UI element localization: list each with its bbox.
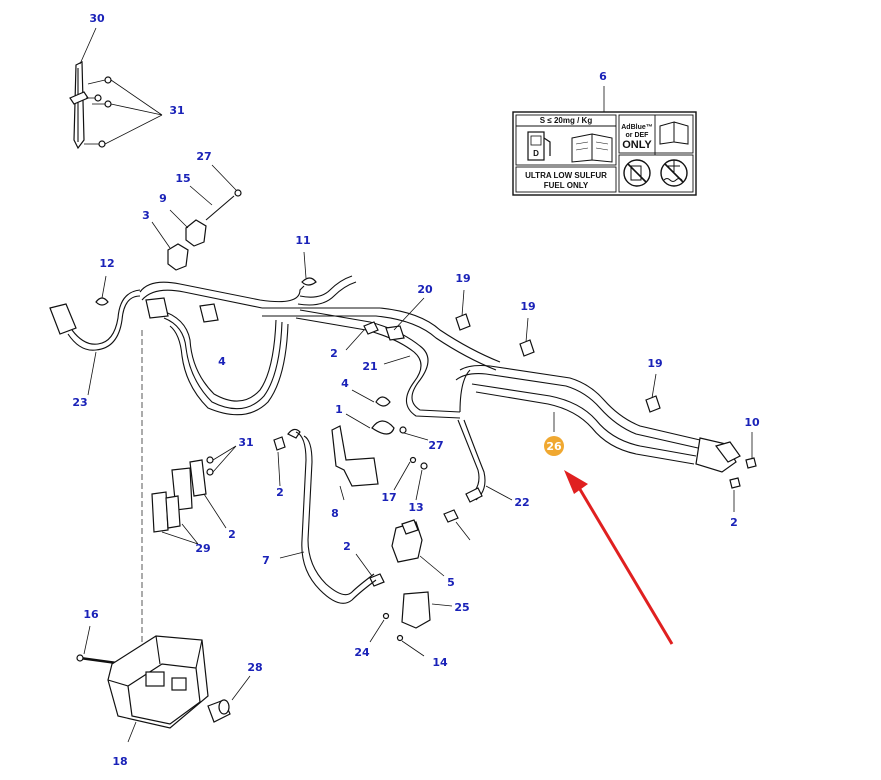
- callout-labels: 3031271593111242322021191919614273128171…: [72, 12, 760, 768]
- tube-harness-right: [262, 307, 741, 501]
- callout-label-2[interactable]: 2: [276, 486, 284, 499]
- callout-label-3[interactable]: 3: [142, 209, 150, 222]
- callout-label-28[interactable]: 28: [247, 661, 262, 674]
- callout-label-18[interactable]: 18: [112, 755, 127, 768]
- fuel-decal-6: S ≤ 20mg / Kg D ULTRA LOW SULFUR FUEL ON…: [512, 86, 697, 196]
- manifold-block-18: [76, 625, 251, 743]
- manual-book-icon: [571, 133, 613, 163]
- decal-ulsf-line1: ULTRA LOW SULFUR: [525, 171, 607, 180]
- decal-ulsf-line2: FUEL ONLY: [544, 181, 589, 190]
- callout-label-9[interactable]: 9: [159, 192, 167, 205]
- bolts-31: [84, 76, 163, 148]
- callout-label-20[interactable]: 20: [417, 283, 433, 296]
- bracket-group-29-7: [151, 445, 237, 545]
- callout-label-14[interactable]: 14: [432, 656, 448, 669]
- tube-harness-left: [139, 275, 357, 416]
- fuel-pump-icon: D: [527, 131, 551, 161]
- valve-group: [369, 519, 453, 657]
- highlight-badge-26[interactable]: 26: [544, 436, 564, 456]
- callout-label-27[interactable]: 27: [196, 150, 211, 163]
- callout-label-2[interactable]: 2: [343, 540, 351, 553]
- callout-label-1[interactable]: 1: [335, 403, 343, 416]
- decal-adblue-1: AdBlue™: [621, 124, 653, 131]
- fittings-2: [273, 321, 757, 587]
- callout-label-7[interactable]: 7: [262, 554, 270, 567]
- callout-label-12[interactable]: 12: [99, 257, 114, 270]
- callout-label-5[interactable]: 5: [447, 576, 455, 589]
- callout-label-24[interactable]: 24: [354, 646, 370, 659]
- red-pointer-arrow: [564, 470, 674, 645]
- callout-label-17[interactable]: 17: [381, 491, 396, 504]
- callout-label-2[interactable]: 2: [228, 528, 236, 541]
- highlight-badge-label: 26: [546, 440, 562, 453]
- callout-label-4[interactable]: 4: [218, 355, 226, 368]
- callout-label-19[interactable]: 19: [520, 300, 535, 313]
- callout-label-31[interactable]: 31: [169, 104, 184, 117]
- callout-label-23[interactable]: 23: [72, 396, 87, 409]
- callout-label-11[interactable]: 11: [295, 234, 310, 247]
- callout-label-13[interactable]: 13: [408, 501, 423, 514]
- pump-letter: D: [533, 149, 539, 158]
- callout-label-22[interactable]: 22: [514, 496, 529, 509]
- hose-22: [465, 485, 513, 503]
- callout-label-30[interactable]: 30: [89, 12, 105, 25]
- decal-adblue-3: ONLY: [622, 139, 652, 151]
- sensor-23: [49, 289, 141, 396]
- hose-10: [279, 428, 377, 604]
- no-water-icon: [660, 159, 688, 187]
- clamp-assembly: [151, 164, 242, 271]
- callout-label-19[interactable]: 19: [455, 272, 470, 285]
- callout-label-21[interactable]: 21: [362, 360, 377, 373]
- connectors-19: [455, 289, 661, 413]
- callout-label-8[interactable]: 8: [331, 507, 339, 520]
- bracket-plate-30: [69, 27, 97, 150]
- decal-sulfur-text: S ≤ 20mg / Kg: [540, 116, 593, 125]
- callout-label-6[interactable]: 6: [599, 70, 607, 83]
- callout-label-15[interactable]: 15: [175, 172, 190, 185]
- decal-adblue-2: or DEF: [626, 132, 650, 139]
- clips: [95, 251, 317, 306]
- callout-label-29[interactable]: 29: [195, 542, 210, 555]
- callout-label-25[interactable]: 25: [454, 601, 469, 614]
- manual-book-icon-2: [659, 121, 689, 145]
- no-fire-icon: [623, 159, 651, 187]
- callout-label-10[interactable]: 10: [744, 416, 760, 429]
- callout-label-2[interactable]: 2: [330, 347, 338, 360]
- callout-label-16[interactable]: 16: [83, 608, 99, 621]
- leaders-20-21: [383, 297, 425, 365]
- callout-label-4[interactable]: 4: [341, 377, 349, 390]
- clamp-bracket-group: [331, 389, 429, 501]
- callout-label-2[interactable]: 2: [730, 516, 738, 529]
- callout-label-31[interactable]: 31: [238, 436, 253, 449]
- callout-label-19[interactable]: 19: [647, 357, 662, 370]
- callout-label-27[interactable]: 27: [428, 439, 443, 452]
